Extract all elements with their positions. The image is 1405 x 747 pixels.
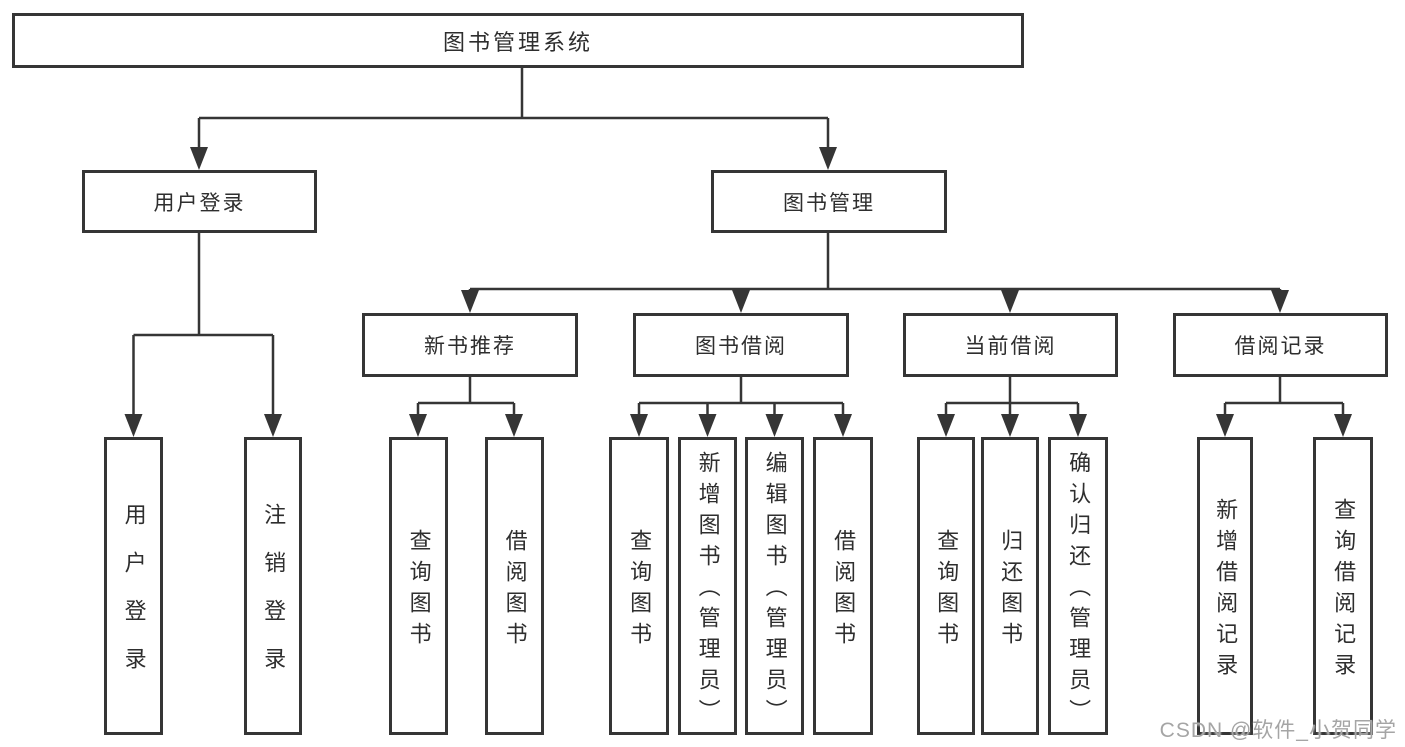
arrow-down-icon	[124, 414, 282, 437]
node-label: 图书管理	[783, 191, 875, 215]
arrow-down-icon	[461, 290, 1289, 313]
connector-new-book-recommend-children	[416, 377, 516, 416]
node-leaf-logout: 注销登录	[244, 437, 302, 735]
node-label: 查询图书	[406, 528, 432, 653]
connector-borrowing-records-children	[1223, 377, 1345, 416]
arrow-down-icon	[190, 147, 837, 170]
csdn-watermark: CSDN @软件_小贺同学	[1159, 719, 1397, 742]
node-label: 当前借阅	[964, 335, 1057, 358]
node-label: 借阅图书	[831, 528, 857, 653]
node-new-book-recommendation: 新书推荐	[362, 313, 578, 377]
node-label: 查询借阅记录	[1331, 497, 1357, 684]
node-label: 注销登录	[261, 503, 287, 695]
node-label: 用户登录	[121, 503, 147, 695]
node-user-login: 用户登录	[82, 170, 317, 233]
connector-book-borrowing-children	[637, 377, 845, 416]
node-label: 用户登录	[153, 191, 246, 215]
connector-user-login-children	[132, 233, 275, 416]
node-label: 新书推荐	[424, 335, 516, 358]
node-leaf-query-books-1: 查询图书	[389, 437, 448, 735]
node-book-borrowing: 图书借阅	[633, 313, 849, 377]
node-label: 编辑图书（管理员）	[762, 451, 788, 730]
node-leaf-add-books-admin: 新增图书（管理员）	[678, 437, 737, 735]
node-label: 确认归还（管理员）	[1066, 451, 1092, 730]
connector-book-management-children	[468, 233, 1282, 292]
node-label: 图书借阅	[695, 335, 787, 358]
node-book-management: 图书管理	[711, 170, 947, 233]
arrow-down-icon	[1216, 414, 1352, 437]
arrow-down-icon	[630, 414, 852, 437]
node-leaf-return-books: 归还图书	[981, 437, 1039, 735]
node-borrowing-records: 借阅记录	[1173, 313, 1388, 377]
node-label: 新增图书（管理员）	[695, 451, 721, 730]
connector-root-to-level2	[197, 68, 830, 150]
node-label: 图书管理系统	[442, 29, 593, 55]
node-leaf-add-borrow-record: 新增借阅记录	[1197, 437, 1253, 735]
arrow-down-icon	[409, 414, 523, 437]
node-current-borrowing: 当前借阅	[903, 313, 1118, 377]
node-leaf-borrow-books-1: 借阅图书	[485, 437, 544, 735]
node-label: 查询图书	[627, 528, 653, 653]
node-leaf-edit-books-admin: 编辑图书（管理员）	[745, 437, 804, 735]
node-label: 新增借阅记录	[1213, 497, 1239, 684]
node-leaf-confirm-return-admin: 确认归还（管理员）	[1048, 437, 1108, 735]
node-leaf-query-books-3: 查询图书	[917, 437, 975, 735]
connector-current-borrowing-children	[944, 377, 1080, 416]
node-library-management-system: 图书管理系统	[12, 13, 1024, 68]
node-leaf-user-login: 用户登录	[104, 437, 163, 735]
node-leaf-borrow-books-2: 借阅图书	[813, 437, 873, 735]
node-label: 查询图书	[934, 528, 960, 653]
arrow-down-icon	[937, 414, 1087, 437]
node-label: 借阅图书	[502, 528, 528, 653]
node-leaf-query-books-2: 查询图书	[609, 437, 669, 735]
node-leaf-query-borrow-record: 查询借阅记录	[1313, 437, 1373, 735]
node-label: 归还图书	[998, 528, 1024, 653]
node-label: 借阅记录	[1234, 335, 1327, 358]
